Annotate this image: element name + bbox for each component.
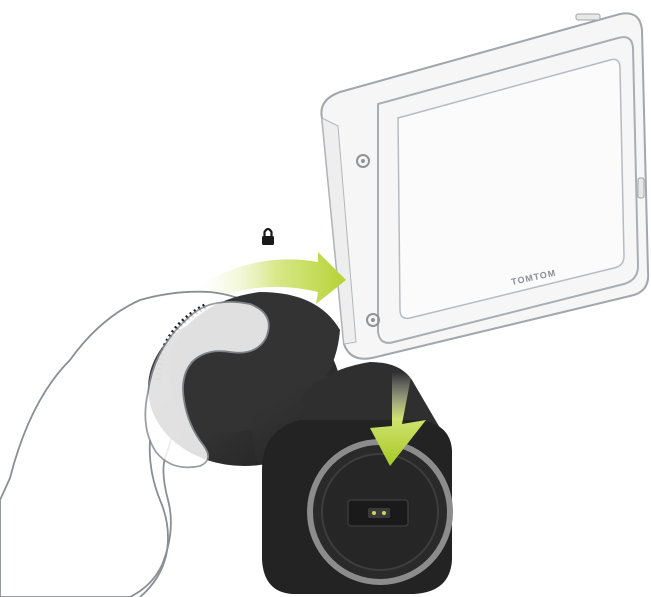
- device-screw-top-center: [361, 159, 365, 163]
- device-top-button: [576, 14, 600, 20]
- mount-pin-1: [372, 511, 376, 515]
- mount-pin-2: [382, 511, 386, 515]
- mount-connector-pins: [368, 508, 390, 518]
- device-side-button: [638, 178, 644, 198]
- device-screw-bottom-center: [371, 318, 375, 322]
- lock-icon: [262, 229, 274, 245]
- navigation-device: TOMTOM: [321, 13, 648, 358]
